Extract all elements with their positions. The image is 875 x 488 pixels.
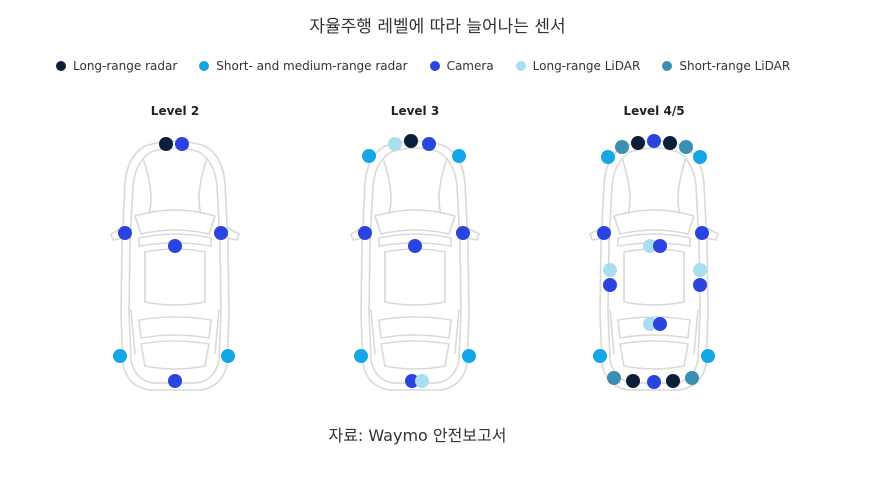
legend-label: Short- and medium-range radar bbox=[216, 59, 408, 73]
camera-sensor bbox=[408, 239, 422, 253]
legend-label: Long-range LiDAR bbox=[532, 59, 641, 73]
legend-item-short-range-lidar: Short-range LiDAR bbox=[662, 59, 790, 73]
short-medium-radar-sensor bbox=[452, 149, 466, 163]
camera-sensor bbox=[456, 226, 470, 240]
legend-dot-long-range-radar bbox=[56, 61, 66, 71]
camera-sensor bbox=[168, 239, 182, 253]
camera-sensor bbox=[168, 374, 182, 388]
short-medium-radar-sensor bbox=[462, 349, 476, 363]
legend-dot-short-medium-radar bbox=[199, 61, 210, 71]
car-outline bbox=[350, 140, 480, 391]
short-medium-radar-sensor bbox=[693, 150, 707, 164]
car-level-2 bbox=[105, 134, 245, 396]
short-range-lidar-sensor bbox=[607, 371, 621, 385]
long-range-radar-sensor bbox=[631, 136, 645, 150]
long-range-lidar-sensor bbox=[415, 374, 429, 388]
short-medium-radar-sensor bbox=[221, 349, 235, 363]
short-medium-radar-sensor bbox=[601, 150, 615, 164]
camera-sensor bbox=[422, 137, 436, 151]
source-note: 자료: Waymo 안전보고서 bbox=[328, 426, 507, 445]
short-medium-radar-sensor bbox=[593, 349, 607, 363]
long-range-radar-sensor bbox=[626, 374, 640, 388]
camera-sensor bbox=[175, 137, 189, 151]
legend-label: Long-range radar bbox=[73, 59, 178, 73]
long-range-radar-sensor bbox=[666, 374, 680, 388]
legend-dot-camera bbox=[429, 61, 440, 71]
short-range-lidar-sensor bbox=[685, 371, 699, 385]
car-outline bbox=[110, 140, 240, 391]
camera-sensor bbox=[647, 134, 661, 148]
legend-label: Short-range LiDAR bbox=[679, 59, 791, 73]
long-range-radar-sensor bbox=[663, 136, 677, 150]
legend-item-long-range-radar: Long-range radar bbox=[56, 59, 177, 73]
camera-sensor bbox=[653, 317, 667, 331]
diagram-title: 자율주행 레벨에 따라 늘어나는 센서 bbox=[309, 17, 566, 37]
short-range-lidar-sensor bbox=[615, 140, 629, 154]
legend-item-camera: Camera bbox=[429, 59, 494, 73]
long-range-lidar-sensor bbox=[388, 137, 402, 151]
level-3-label: Level 3 bbox=[390, 104, 440, 118]
legend-dot-long-range-lidar bbox=[515, 61, 526, 71]
car-level-3 bbox=[345, 134, 485, 396]
camera-sensor bbox=[653, 239, 667, 253]
short-medium-radar-sensor bbox=[113, 349, 127, 363]
camera-sensor bbox=[597, 226, 611, 240]
long-range-radar-sensor bbox=[159, 137, 173, 151]
camera-sensor bbox=[695, 226, 709, 240]
car-level-4-5 bbox=[584, 134, 724, 396]
camera-sensor bbox=[214, 226, 228, 240]
short-medium-radar-sensor bbox=[701, 349, 715, 363]
level-2-label: Level 2 bbox=[150, 104, 200, 118]
legend-item-short-medium-radar: Short- and medium-range radar bbox=[199, 59, 408, 73]
camera-sensor bbox=[647, 375, 661, 389]
short-medium-radar-sensor bbox=[362, 149, 376, 163]
long-range-lidar-sensor bbox=[603, 263, 617, 277]
long-range-lidar-sensor bbox=[693, 263, 707, 277]
legend-dot-short-range-lidar bbox=[662, 61, 673, 71]
short-range-lidar-sensor bbox=[679, 140, 693, 154]
legend-item-long-range-lidar: Long-range LiDAR bbox=[515, 59, 641, 73]
legend-label: Camera bbox=[446, 59, 494, 73]
camera-sensor bbox=[603, 278, 617, 292]
camera-sensor bbox=[118, 226, 132, 240]
camera-sensor bbox=[358, 226, 372, 240]
long-range-radar-sensor bbox=[404, 134, 418, 148]
short-medium-radar-sensor bbox=[354, 349, 368, 363]
level-4-5-label: Level 4/5 bbox=[623, 104, 685, 118]
legend: Long-range radar Short- and medium-range… bbox=[56, 59, 812, 73]
camera-sensor bbox=[693, 278, 707, 292]
